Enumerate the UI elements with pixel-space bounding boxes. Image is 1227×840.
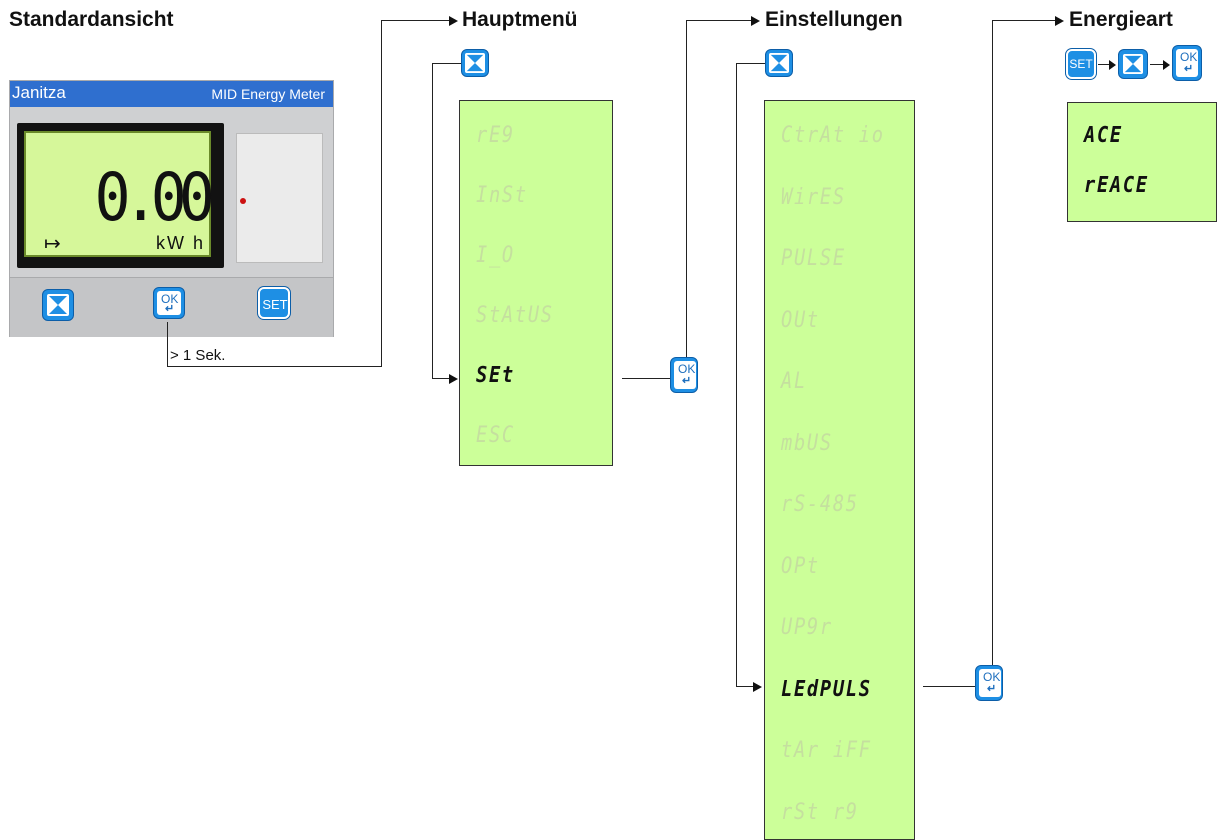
connector-line [432, 63, 461, 64]
ok-icon: OK ↵ [1176, 49, 1198, 77]
connector-line [736, 63, 765, 64]
einstellungen-menu-item: PULSE [781, 246, 846, 271]
hauptmenu-menu-item: InSt [476, 183, 528, 208]
energieart-set-button[interactable]: SET [1066, 49, 1096, 79]
connector-line [432, 378, 450, 379]
connector-line [686, 20, 687, 357]
led-indicator [240, 198, 246, 204]
meter-brand: Janitza [12, 83, 66, 102]
ok-icon: OK ↵ [157, 291, 181, 315]
hauptmenu-ok-button[interactable]: OK ↵ [670, 357, 698, 393]
energy-direction-icon: ↦ [44, 233, 61, 255]
ok-label: OK [1180, 50, 1198, 64]
connector-line [736, 63, 737, 687]
connector-line [686, 20, 752, 21]
enter-icon: ↵ [165, 303, 175, 315]
ok-label: OK [983, 670, 1001, 684]
connector-line [1098, 64, 1110, 65]
hauptmenu-down-button[interactable] [461, 49, 489, 77]
einstellungen-menu-item: WirES [781, 184, 846, 210]
enter-icon: ↵ [1184, 63, 1194, 75]
connector-line [382, 20, 450, 21]
einstellungen-menu-item: CtrAt io [781, 123, 885, 148]
einstellungen-menu-item: rS-485 [781, 492, 859, 517]
arrowhead [1055, 16, 1064, 26]
hauptmenu-menu-item: SEt [476, 363, 515, 388]
connector-line [167, 366, 382, 367]
heading-hauptmenu: Hauptmenü [462, 8, 578, 31]
energy-meter-device: Janitza MID Energy Meter 0.00 ↦ kW h OK … [9, 80, 334, 337]
connector-line [923, 686, 975, 687]
energieart-menu-item: rEACE [1084, 173, 1149, 198]
ok-label: OK [678, 362, 696, 376]
einstellungen-menu-item: mbUS [781, 430, 833, 456]
einstellungen-down-button[interactable] [765, 49, 793, 77]
set-label: SET [262, 297, 288, 312]
arrowhead [449, 374, 458, 384]
connector-line [736, 686, 754, 687]
connector-line [992, 20, 993, 665]
meter-ok-button[interactable]: OK ↵ [153, 287, 185, 319]
ok-icon: OK ↵ [979, 669, 1001, 697]
arrowhead [449, 16, 458, 26]
lcd-frame: 0.00 ↦ kW h [17, 123, 224, 268]
energieart-down-button[interactable] [1118, 49, 1148, 79]
arrowhead [1163, 60, 1170, 70]
connector-line [167, 322, 168, 367]
hauptmenu-menu-item: StAtUS [476, 303, 554, 328]
einstellungen-menu-item: LEdPULS [781, 676, 872, 702]
connector-line [381, 20, 382, 367]
einstellungen-menu-item: OUt [781, 307, 820, 333]
energieart-panel: ACE rEACE [1067, 102, 1217, 222]
meter-title-bar: Janitza MID Energy Meter [10, 81, 333, 107]
heading-einstellungen: Einstellungen [765, 8, 903, 31]
lcd-display: 0.00 ↦ kW h [24, 131, 215, 257]
lcd-value: 0.00 [94, 159, 215, 237]
arrowhead [753, 682, 762, 692]
connector-line [992, 20, 1056, 21]
einstellungen-menu-item: tAr iFF [781, 738, 872, 763]
meter-model: MID Energy Meter [211, 86, 325, 102]
hold-hint: > 1 Sek. [170, 347, 226, 364]
heading-standardansicht: Standardansicht [9, 8, 174, 31]
connector-line [622, 378, 670, 379]
energieart-ok-button[interactable]: OK ↵ [1172, 45, 1202, 81]
down-arrow-icon [1123, 54, 1143, 74]
ok-icon: OK ↵ [674, 361, 696, 389]
arrowhead [751, 16, 760, 26]
side-panel [236, 133, 323, 263]
lcd-unit: kW h [155, 233, 205, 253]
einstellungen-menu-item: rSt r9 [781, 799, 859, 825]
ok-label: OK [161, 292, 179, 306]
arrowhead [1109, 60, 1116, 70]
connector-line [432, 63, 433, 379]
down-arrow-icon [465, 53, 485, 73]
einstellungen-menu-item: AL [781, 369, 807, 394]
enter-icon: ↵ [682, 375, 692, 387]
meter-down-button[interactable] [42, 289, 74, 321]
heading-energieart: Energieart [1069, 8, 1173, 31]
connector-line [1150, 64, 1164, 65]
energieart-menu-item: ACE [1084, 123, 1123, 148]
hauptmenu-menu-item: I_O [476, 243, 515, 268]
einstellungen-ok-button[interactable]: OK ↵ [975, 665, 1003, 701]
set-label: SET [1069, 57, 1093, 71]
down-arrow-icon [47, 294, 69, 316]
einstellungen-menu-item: UP9r [781, 615, 833, 640]
meter-set-button[interactable]: SET [258, 287, 290, 319]
einstellungen-menu-item: OPt [781, 553, 820, 579]
down-arrow-icon [769, 53, 789, 73]
hauptmenu-menu-item: ESC [476, 423, 515, 448]
enter-icon: ↵ [987, 683, 997, 695]
hauptmenu-menu-item: rE9 [476, 123, 515, 148]
